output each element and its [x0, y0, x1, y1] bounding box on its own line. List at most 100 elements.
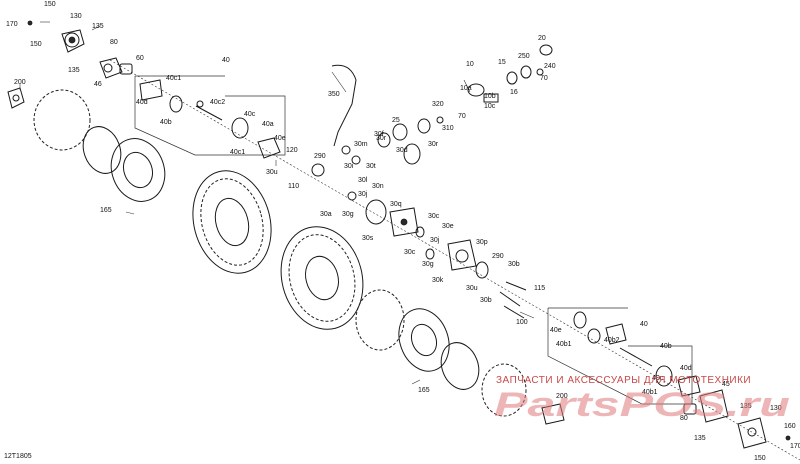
callout-240: 240 — [544, 63, 556, 70]
callout-30d: 30d — [396, 147, 408, 154]
watermark: ЗАПЧАСТИ И АКСЕССУАРЫ ДЛЯ МОТОТЕХНИКИ Pa… — [494, 375, 790, 424]
callout-30t: 30t — [366, 163, 376, 170]
callout-40e: 40e — [274, 135, 286, 142]
callout-30b: 30b — [480, 297, 492, 304]
callout-10: 10 — [466, 61, 474, 68]
callout-130: 130 — [770, 405, 782, 412]
callout-290: 290 — [314, 153, 326, 160]
callout-40c: 40c — [244, 111, 256, 118]
callout-10b: 10b — [484, 93, 496, 100]
callout-40: 40 — [640, 321, 648, 328]
callout-70: 70 — [458, 113, 466, 120]
callout-30u: 30u — [466, 285, 478, 292]
callout-150: 150 — [44, 1, 56, 8]
assembly-axis — [109, 59, 800, 461]
callout-30n: 30n — [372, 183, 384, 190]
callout-165: 165 — [418, 387, 430, 394]
callout-25: 25 — [392, 117, 400, 124]
callout-46: 46 — [94, 81, 102, 88]
callout-165: 165 — [100, 207, 112, 214]
callout-30u: 30u — [266, 169, 278, 176]
callout-320: 320 — [432, 101, 444, 108]
callout-40c1: 40c1 — [166, 75, 181, 82]
callout-150: 150 — [754, 455, 766, 462]
callout-40e: 40e — [550, 327, 562, 334]
callout-45: 45 — [722, 381, 730, 388]
callout-135: 135 — [68, 67, 80, 74]
callout-80: 80 — [680, 415, 688, 422]
callout-30f: 30f — [374, 131, 384, 138]
callout-30r: 30r — [428, 141, 439, 148]
callout-30q: 30q — [390, 201, 402, 208]
callout-30b: 30b — [508, 261, 520, 268]
callout-10c: 10c — [484, 103, 496, 110]
watermark-caption: ЗАПЧАСТИ И АКСЕССУАРЫ ДЛЯ МОТОТЕХНИКИ — [496, 375, 751, 386]
callout-30g: 30g — [422, 261, 434, 268]
callout-30j: 30j — [430, 237, 440, 244]
callout-40b: 40b — [160, 119, 172, 126]
callout-30i: 30i — [344, 163, 354, 170]
front-wheel-left — [33, 89, 272, 274]
callout-40c2: 40c2 — [210, 99, 225, 106]
callout-30l: 30l — [358, 177, 368, 184]
watermark-logo: PartsPOS.ru — [494, 386, 790, 424]
callout-30r: 30r — [376, 135, 387, 142]
callout-40c1: 40c1 — [230, 149, 245, 156]
callout-40b1: 40b1 — [556, 341, 572, 348]
callout-30g: 30g — [342, 211, 354, 218]
callout-30e: 30e — [442, 223, 454, 230]
callout-170: 170 — [6, 21, 18, 28]
callout-310: 310 — [442, 125, 454, 132]
rear-hub-right — [541, 389, 791, 449]
callout-30j: 30j — [358, 191, 368, 198]
callout-120: 120 — [286, 147, 298, 154]
callout-30c: 30c — [404, 249, 416, 256]
callout-30s: 30s — [362, 235, 374, 242]
front-hub-left — [7, 20, 133, 109]
callout-40b2: 40b2 — [604, 337, 620, 344]
drive-shaft-left-box — [134, 75, 286, 159]
callout-40b: 40b — [660, 343, 672, 350]
callout-350: 350 — [328, 91, 340, 98]
callout-20: 20 — [538, 35, 546, 42]
callout-40: 40 — [222, 57, 230, 64]
callout-200: 200 — [556, 393, 568, 400]
leader-lines — [19, 21, 535, 385]
callout-30a: 30a — [320, 211, 332, 218]
callout-70: 70 — [540, 75, 548, 82]
callout-135: 135 — [694, 435, 706, 442]
callout-290: 290 — [492, 253, 504, 260]
callout-40a: 40a — [262, 121, 274, 128]
callout-60: 60 — [136, 55, 144, 62]
callout-16: 16 — [510, 89, 518, 96]
callout-135: 135 — [740, 403, 752, 410]
callout-170: 170 — [790, 443, 800, 450]
front-drive-right-group — [417, 44, 553, 134]
callout-130: 130 — [70, 13, 82, 20]
callout-135: 135 — [92, 23, 104, 30]
callout-110: 110 — [288, 183, 299, 190]
callout-115: 115 — [534, 285, 545, 292]
callout-40d: 40d — [680, 365, 692, 372]
drawing-number: 12T1805 — [4, 453, 32, 460]
callout-10a: 10a — [460, 85, 472, 92]
callout-30p: 30p — [476, 239, 488, 246]
callout-40c: 40c — [652, 375, 664, 382]
callout-40d: 40d — [136, 99, 148, 106]
callout-160: 160 — [784, 423, 796, 430]
callout-250: 250 — [518, 53, 530, 60]
callout-15: 15 — [498, 59, 506, 66]
callout-labels: 150 170 150 130 135 135 80 60 46 200 40 40c1 40d 40b 4… — [6, 1, 800, 462]
callout-100: 100 — [516, 319, 528, 326]
rear-wheel-center — [280, 226, 527, 417]
drive-shaft-right-box — [547, 307, 701, 405]
callout-30k: 30k — [432, 277, 444, 284]
callout-40b1: 40b1 — [642, 389, 658, 396]
differential-assembly — [311, 64, 527, 319]
callout-30m: 30m — [354, 141, 368, 148]
callout-30c: 30c — [428, 213, 440, 220]
callout-150: 150 — [30, 41, 42, 48]
callout-200: 200 — [14, 79, 26, 86]
callout-80: 80 — [110, 39, 118, 46]
